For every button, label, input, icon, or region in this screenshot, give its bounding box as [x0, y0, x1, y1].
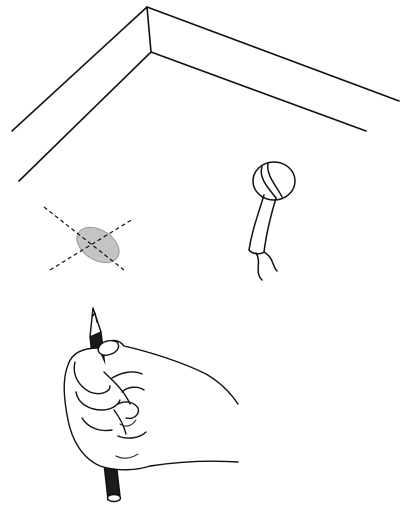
ceiling-corner-icon	[11, 6, 400, 182]
drill-mark-icon	[43, 206, 134, 271]
ceiling-hook-icon	[248, 161, 296, 281]
hand-with-pencil-icon	[63, 307, 239, 503]
